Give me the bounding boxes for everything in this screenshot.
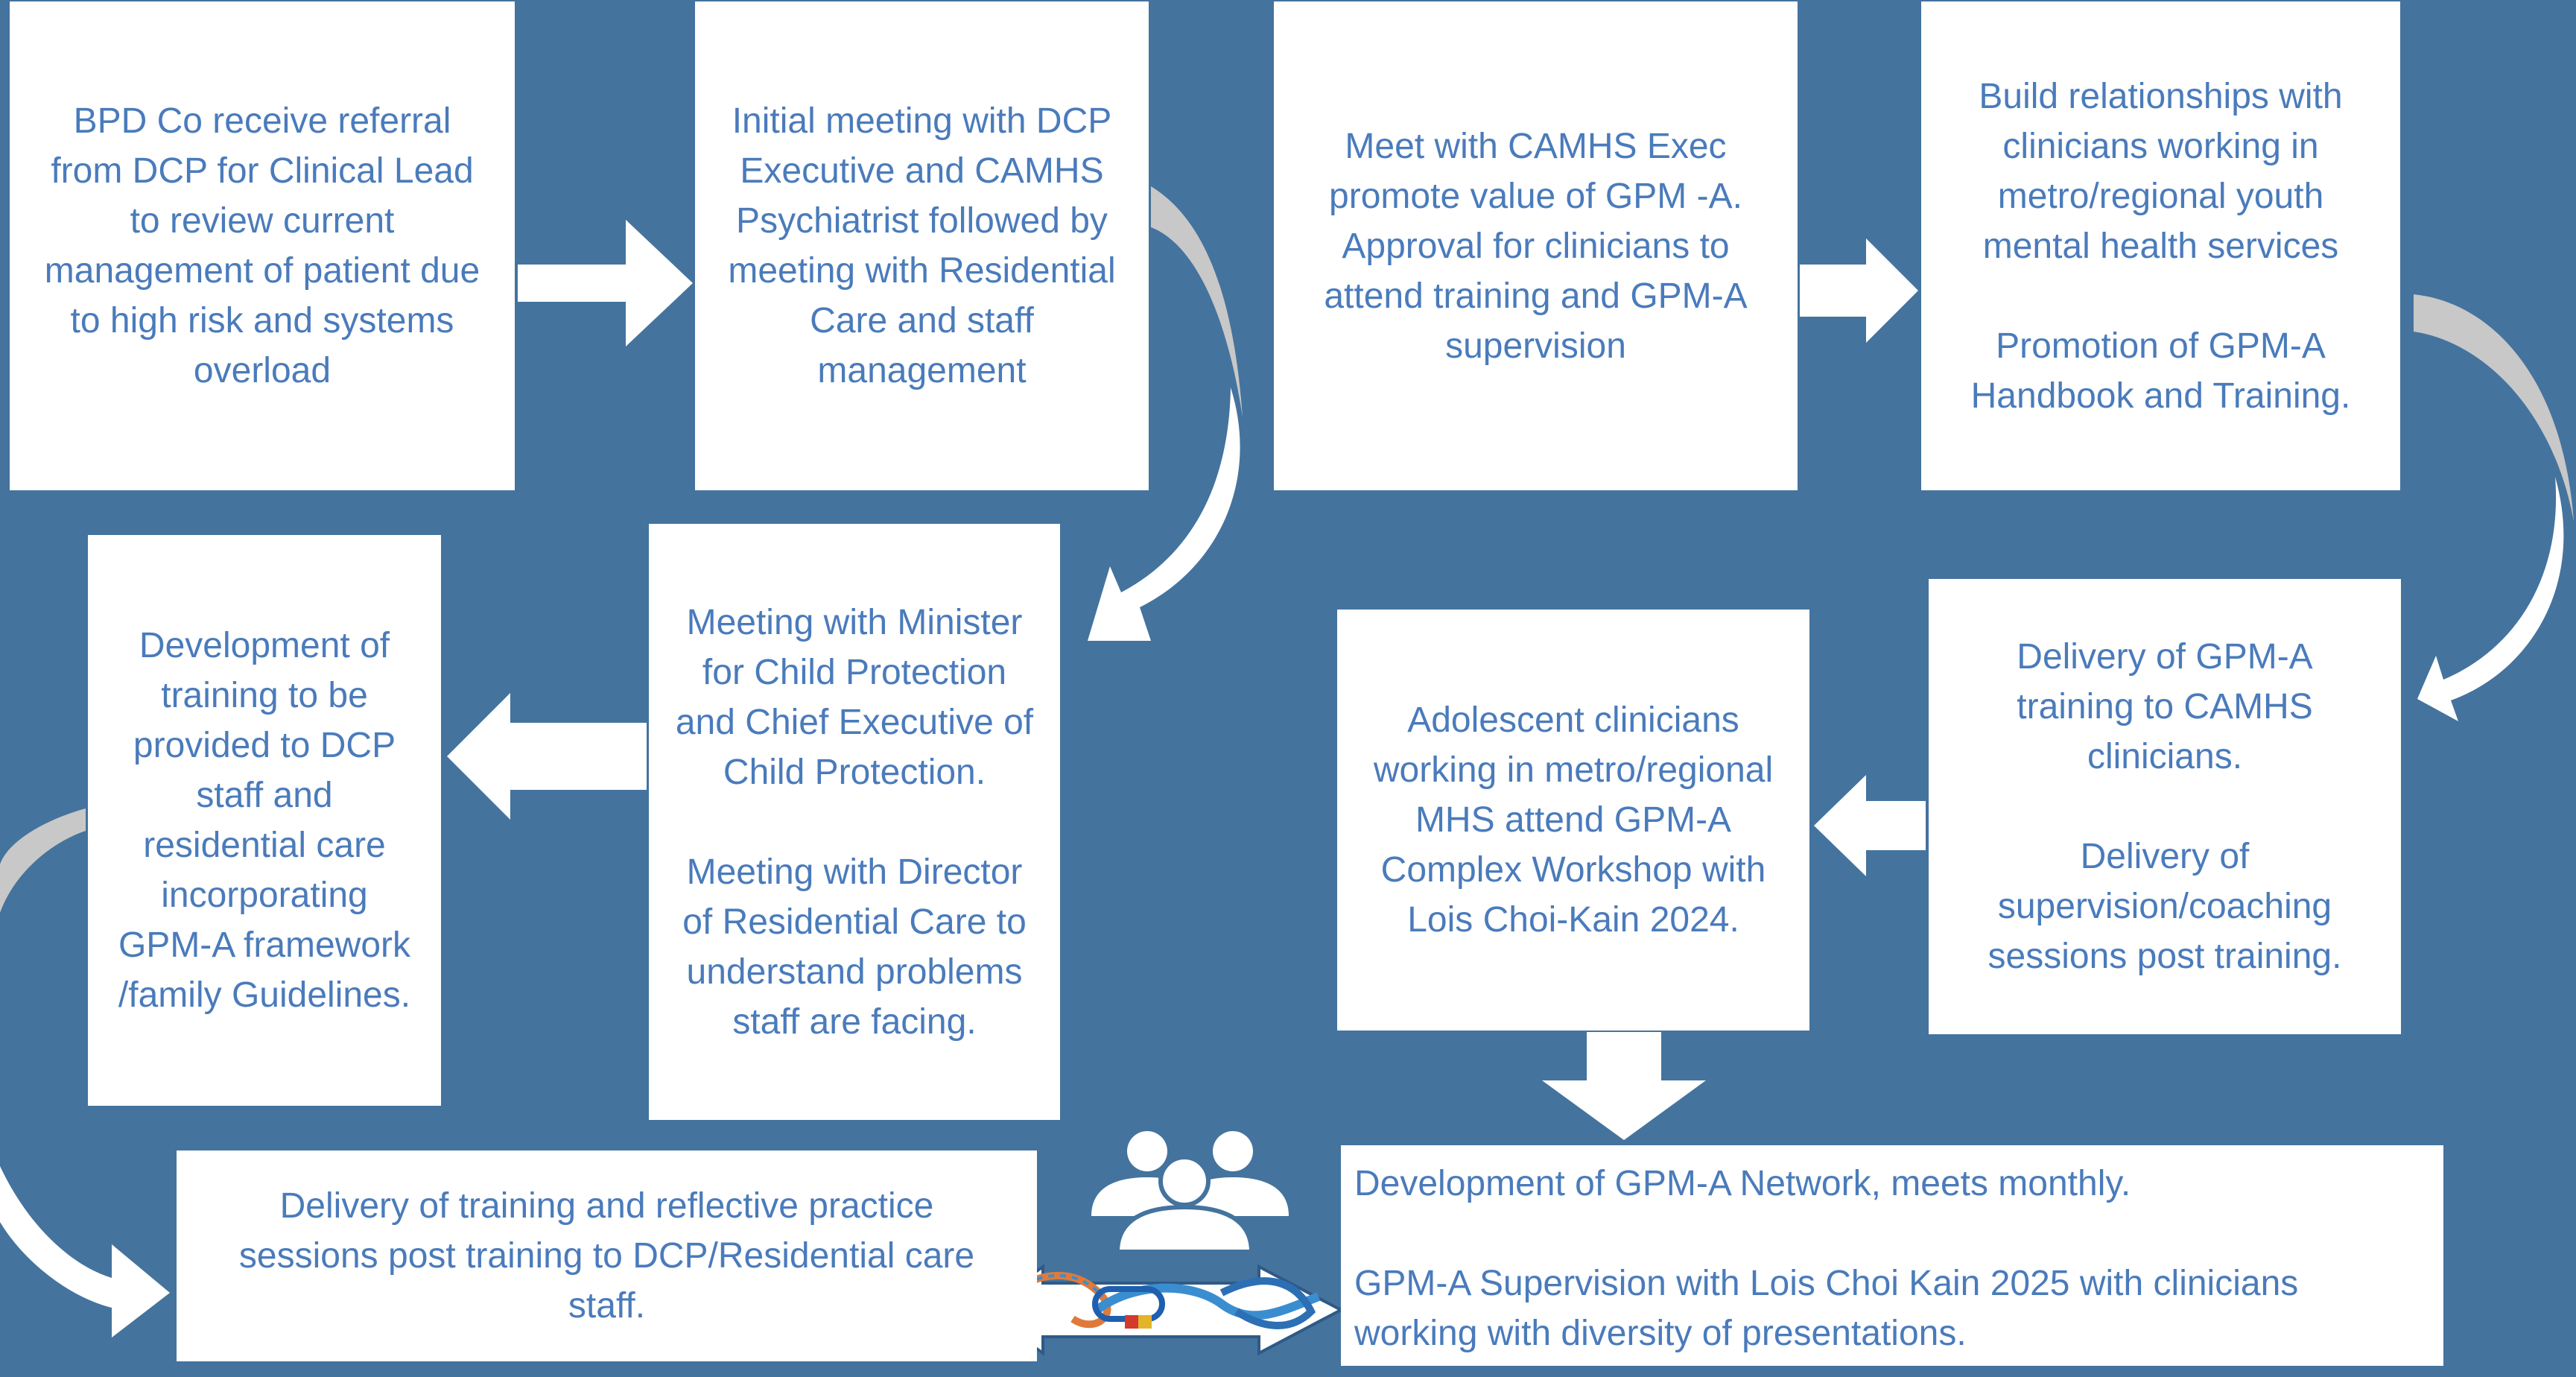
step-box-10: Development of GPM-A Network, meets mont… — [1341, 1145, 2443, 1366]
arrow-right-3-to-4 — [1800, 238, 1918, 343]
step-6-text: Meeting with Minister for Child Protecti… — [675, 602, 1034, 1042]
arrow-left-8-to-7 — [1814, 775, 1926, 876]
step-box-3: Meet with CAMHS Exec promote value of GP… — [1274, 1, 1798, 490]
step-box-1: BPD Co receive referral from DCP for Cli… — [10, 1, 515, 490]
step-box-5: Development of training to be provided t… — [88, 535, 441, 1106]
step-box-6: Meeting with Minister for Child Protecti… — [649, 524, 1060, 1120]
arrow-left-6-to-5 — [447, 693, 647, 820]
step-box-8: Delivery of GPM-A training to CAMHS clin… — [1929, 579, 2401, 1034]
curved-arrow-shadow-2-to-6 — [1151, 186, 1243, 417]
curved-arrow-4-to-8 — [2417, 477, 2564, 721]
people-group-icon — [1091, 1131, 1289, 1254]
step-1-text: BPD Co receive referral from DCP for Cli… — [44, 101, 480, 390]
curved-arrow-5-to-9 — [0, 1166, 170, 1338]
step-4-text: Build relationships with clinicians work… — [1970, 76, 2351, 416]
step-box-2: Initial meeting with DCP Executive and C… — [695, 1, 1149, 490]
step-box-7: Adolescent clinicians working in metro/r… — [1337, 610, 1809, 1031]
curved-arrow-2-to-6 — [1088, 387, 1240, 641]
step-7-text: Adolescent clinicians working in metro/r… — [1373, 700, 1774, 940]
step-5-text: Development of training to be provided t… — [118, 626, 411, 1015]
curved-arrow-shadow-4-to-8 — [2414, 294, 2574, 522]
arrow-right-1-to-2 — [518, 220, 693, 346]
step-9-text: Delivery of training and reflective prac… — [238, 1186, 975, 1326]
step-box-4: Build relationships with clinicians work… — [1921, 1, 2400, 490]
step-3-text: Meet with CAMHS Exec promote value of GP… — [1324, 126, 1748, 366]
arrow-down-7-to-10 — [1542, 1032, 1706, 1140]
step-8-text: Delivery of GPM-A training to CAMHS clin… — [1987, 637, 2342, 976]
step-2-text: Initial meeting with DCP Executive and C… — [728, 101, 1116, 390]
step-box-9: Delivery of training and reflective prac… — [177, 1150, 1037, 1361]
step-10-text: Development of GPM-A Network, meets mont… — [1354, 1164, 2299, 1353]
curved-arrow-shadow-5-to-9 — [0, 808, 86, 913]
